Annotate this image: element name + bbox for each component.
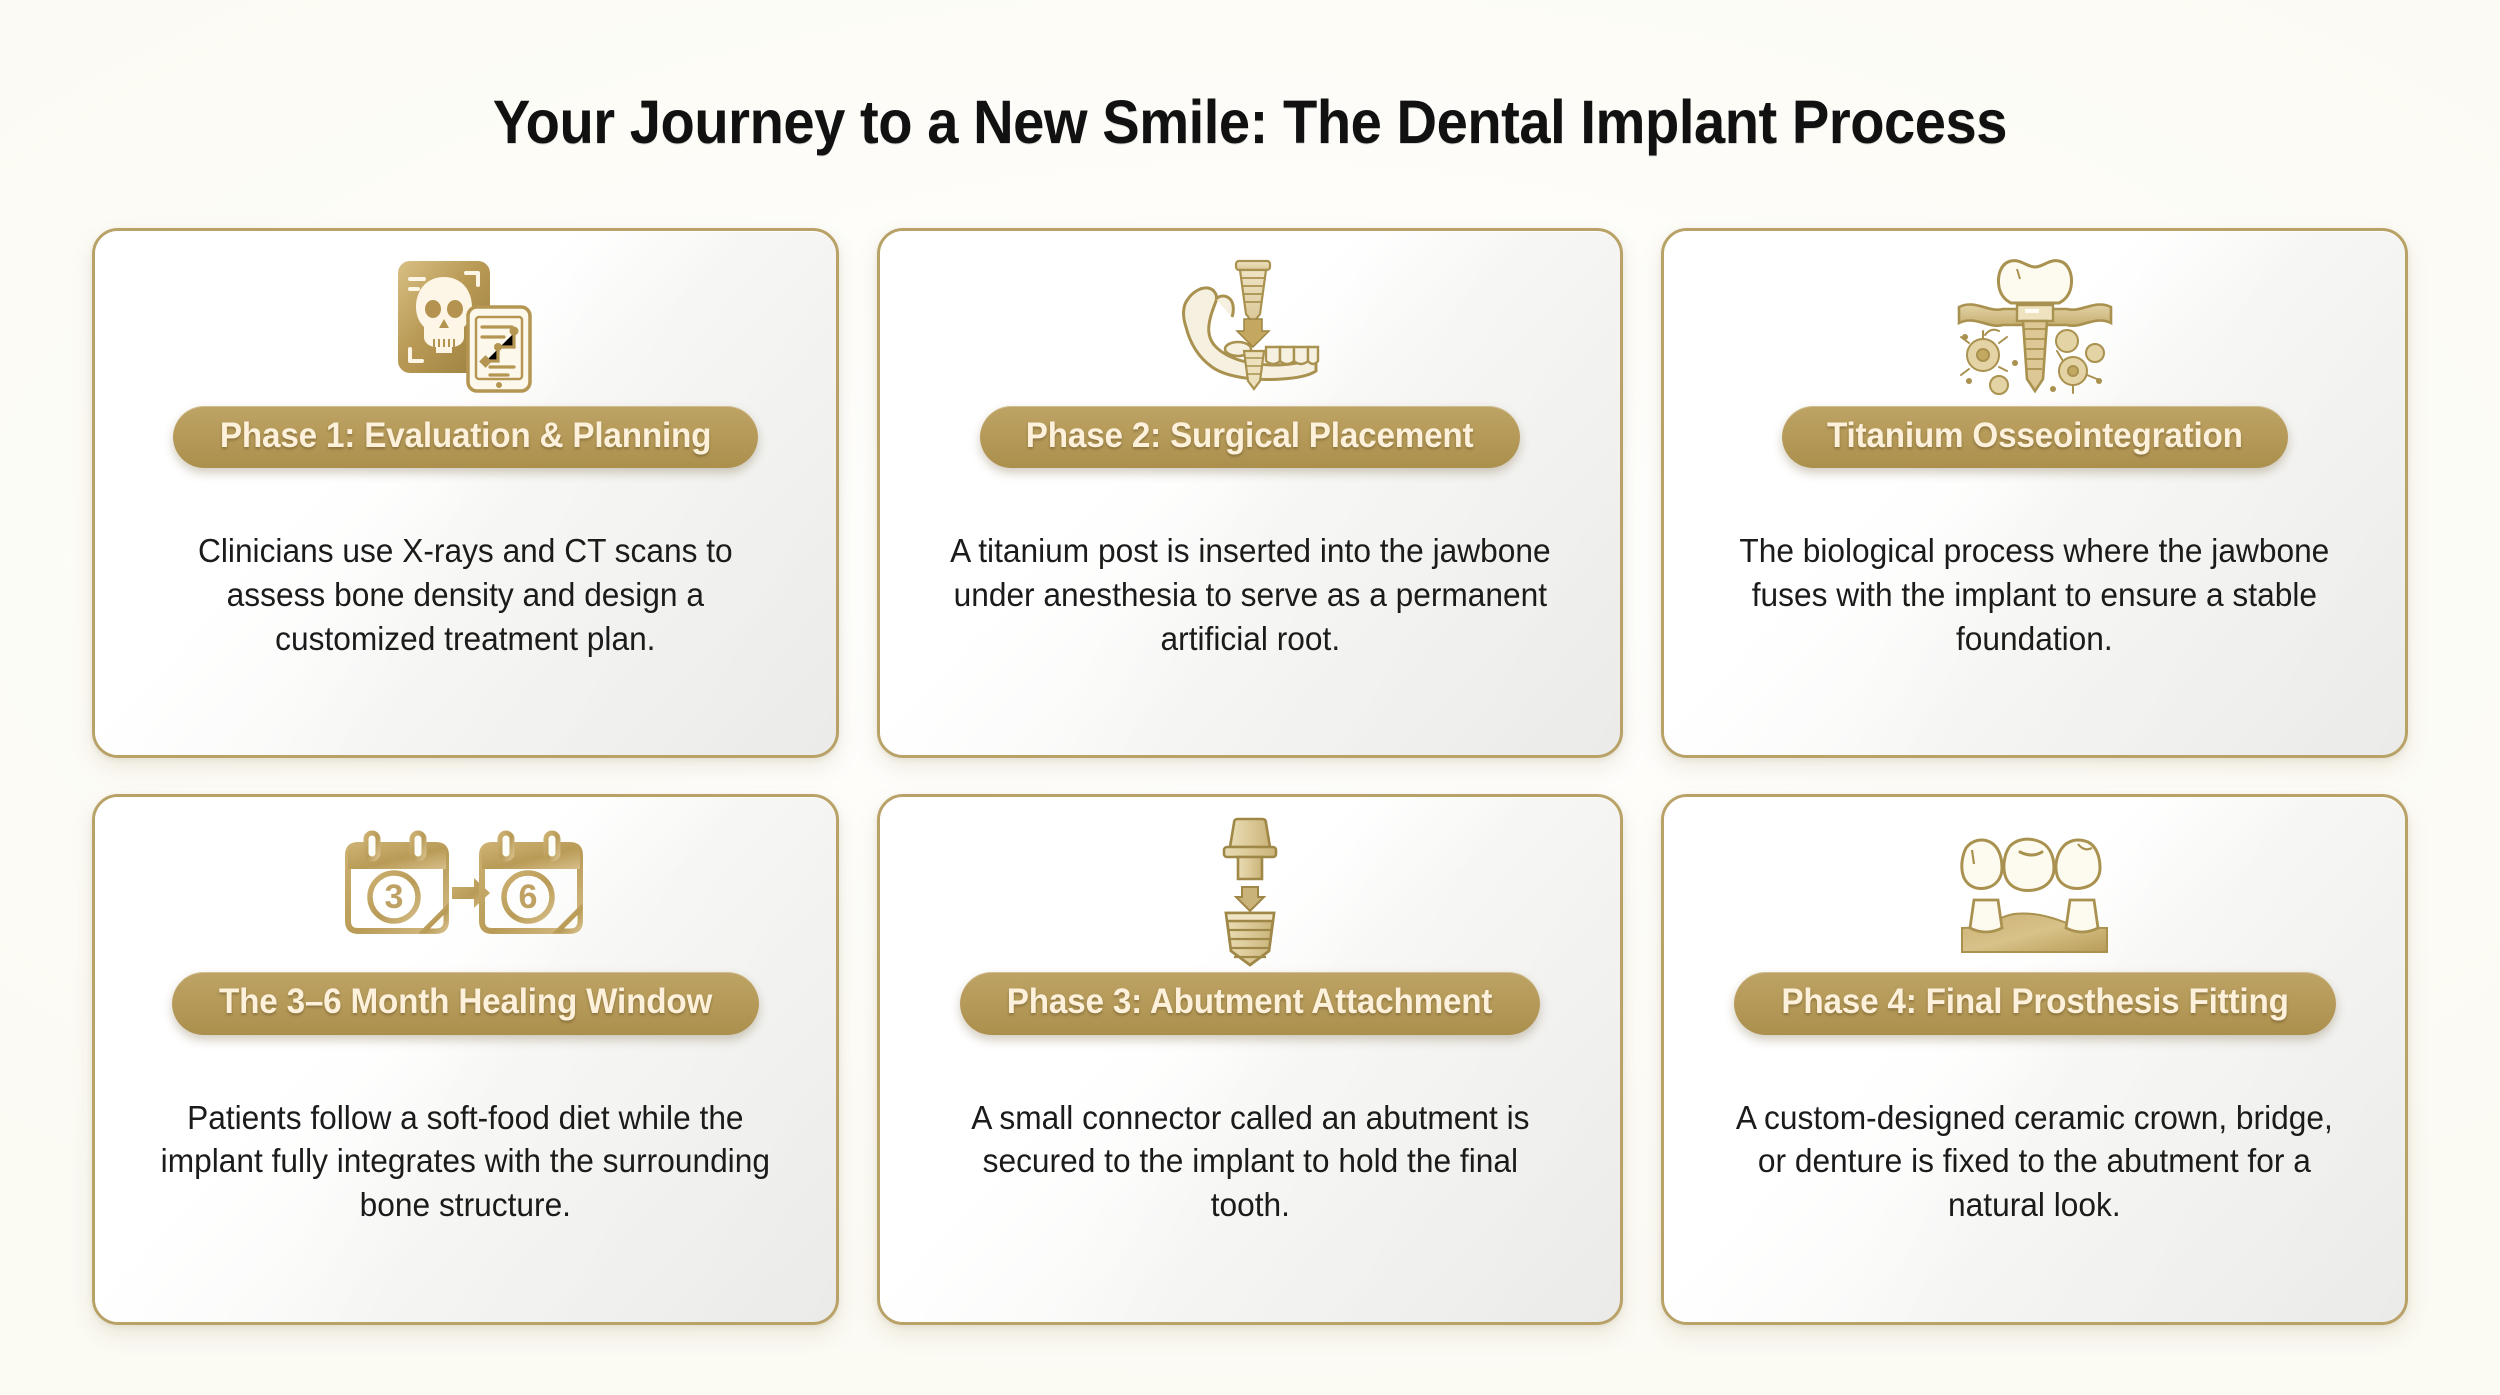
card-description-area: A titanium post is inserted into the jaw… xyxy=(880,468,1621,755)
card-description: A custom-designed ceramic crown, bridge,… xyxy=(1736,1098,2334,1224)
card-description: A titanium post is inserted into the jaw… xyxy=(949,531,1551,657)
calendar-three-to-six-months-icon: 3 6 xyxy=(340,829,590,954)
card-description: A small connector called an abutment is … xyxy=(970,1098,1530,1224)
card-badge: Phase 4: Final Prosthesis Fitting xyxy=(1733,972,2336,1035)
card-description-area: The biological process where the jawbone… xyxy=(1664,468,2405,755)
card-badge-label: Titanium Osseointegration xyxy=(1826,415,2243,455)
process-card[interactable]: Phase 2: Surgical Placement A titanium p… xyxy=(876,227,1624,759)
page-title: Your Journey to a New Smile: The Dental … xyxy=(492,87,2008,156)
card-description: The biological process where the jawbone… xyxy=(1739,531,2330,657)
process-card[interactable]: 3 6 xyxy=(92,794,839,1325)
card-badge-label: Phase 3: Abutment Attachment xyxy=(1007,982,1493,1022)
card-icon-area xyxy=(880,797,1621,972)
card-description: Clinicians use X-rays and CT scans to as… xyxy=(197,531,733,657)
card-badge: Phase 2: Surgical Placement xyxy=(980,405,1520,468)
svg-text:3: 3 xyxy=(385,878,404,916)
card-badge-label: The 3–6 Month Healing Window xyxy=(218,982,712,1022)
card-description-area: Patients follow a soft-food diet while t… xyxy=(95,1035,836,1322)
svg-text:6: 6 xyxy=(519,878,538,916)
card-description-area: A custom-designed ceramic crown, bridge,… xyxy=(1664,1035,2405,1322)
process-card[interactable]: Titanium Osseointegration The biological… xyxy=(1661,227,2408,759)
dental-bridge-crown-icon xyxy=(1952,824,2117,959)
card-badge-label: Phase 2: Surgical Placement xyxy=(1026,415,1474,455)
card-description-area: A small connector called an abutment is … xyxy=(880,1035,1621,1322)
jawbone-implant-insertion-icon xyxy=(1170,255,1330,395)
card-badge: Phase 3: Abutment Attachment xyxy=(960,972,1540,1035)
process-card[interactable]: Phase 4: Final Prosthesis Fitting A cust… xyxy=(1661,794,2408,1325)
card-icon-area xyxy=(880,231,1621,406)
osseointegration-bone-cells-icon xyxy=(1955,253,2115,398)
card-icon-area xyxy=(1664,231,2405,406)
card-badge: Titanium Osseointegration xyxy=(1781,405,2288,468)
card-badge: The 3–6 Month Healing Window xyxy=(171,972,759,1035)
card-description: Patients follow a soft-food diet while t… xyxy=(160,1098,770,1224)
card-icon-area xyxy=(95,231,836,406)
card-badge-label: Phase 1: Evaluation & Planning xyxy=(219,415,712,455)
header: Your Journey to a New Smile: The Dental … xyxy=(0,0,2500,228)
process-card[interactable]: Phase 3: Abutment Attachment A small con… xyxy=(876,794,1624,1325)
card-badge-label: Phase 4: Final Prosthesis Fitting xyxy=(1780,982,2289,1022)
process-card-grid: Phase 1: Evaluation & Planning Clinician… xyxy=(0,227,2500,1395)
xray-skull-tablet-icon xyxy=(390,255,540,395)
card-description-area: Clinicians use X-rays and CT scans to as… xyxy=(95,468,836,755)
abutment-to-implant-icon xyxy=(1200,817,1300,967)
card-icon-area: 3 6 xyxy=(95,797,836,972)
card-badge: Phase 1: Evaluation & Planning xyxy=(172,405,758,468)
card-icon-area xyxy=(1664,797,2405,972)
process-card[interactable]: Phase 1: Evaluation & Planning Clinician… xyxy=(92,227,839,759)
